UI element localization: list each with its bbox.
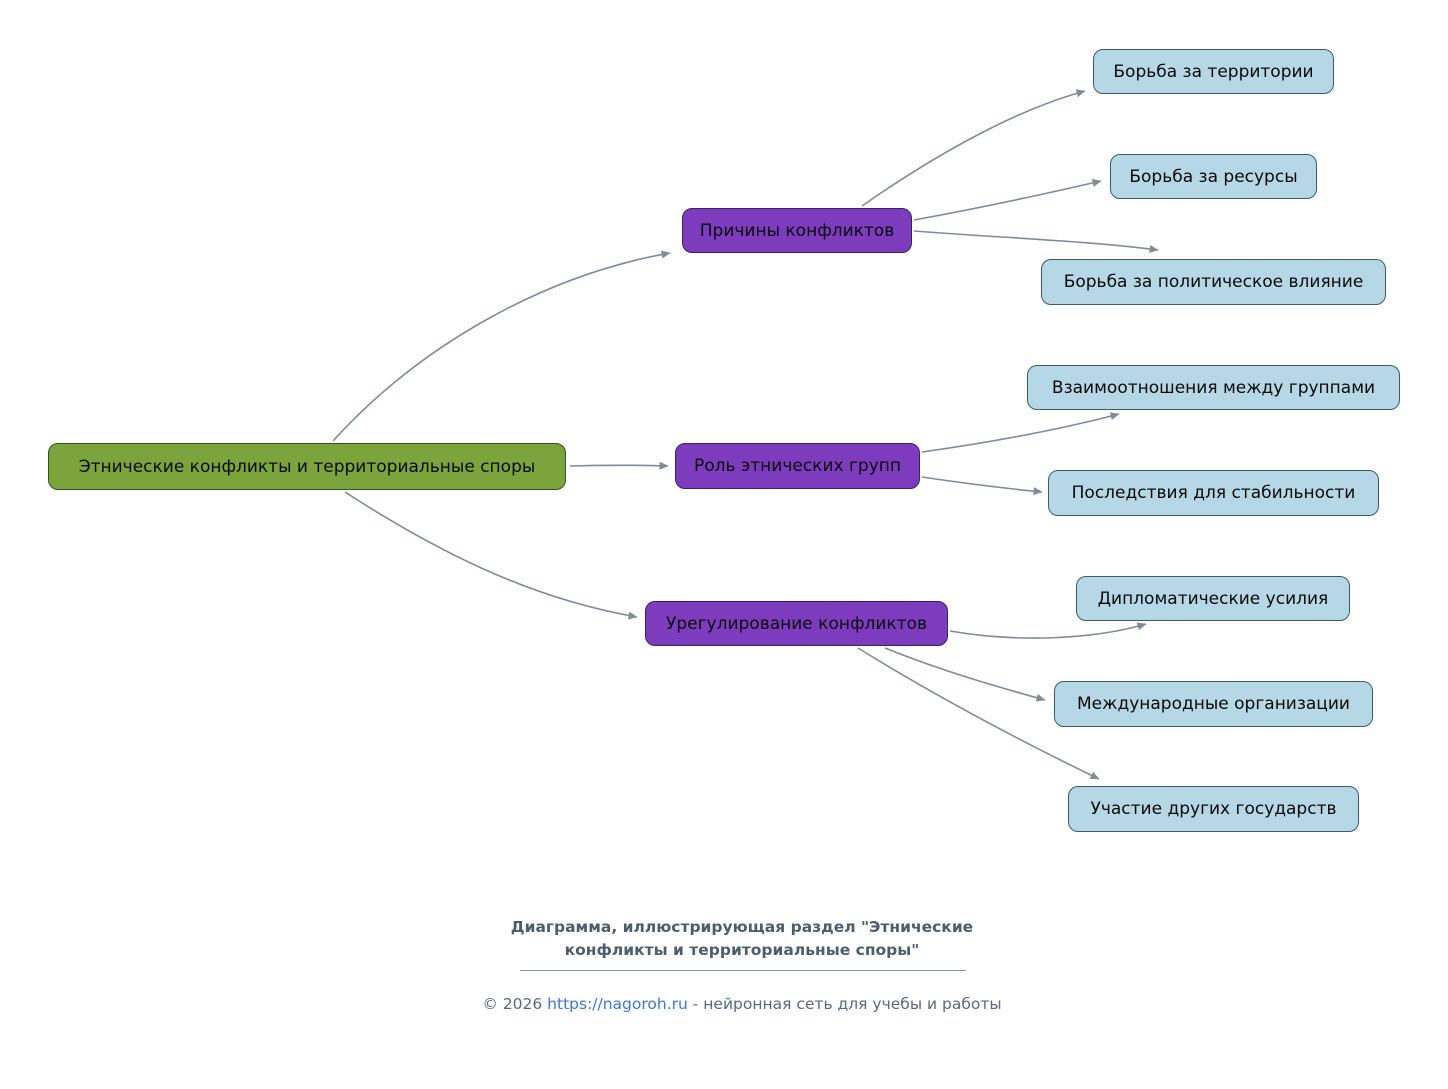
copyright-prefix: © 2026: [482, 995, 548, 1013]
leaf-resources: Борьба за ресурсы: [1110, 154, 1317, 199]
node-root: Этнические конфликты и территориальные с…: [48, 443, 566, 490]
edge-causes-political: [913, 230, 1159, 253]
leaf-group-relations: Взаимоотношения между группами: [1027, 365, 1400, 410]
edge-causes-territory: [861, 89, 1086, 207]
leaf-political-influence: Борьба за политическое влияние: [1041, 259, 1386, 305]
node-resolution: Урегулирование конфликтов: [645, 601, 948, 646]
node-role: Роль этнических групп: [675, 443, 920, 489]
edge-root-role: [569, 461, 669, 470]
edge-role-relations: [921, 412, 1120, 453]
copyright-text: © 2026 https://nagoroh.ru - нейронная се…: [36, 995, 1448, 1013]
edge-root-resolution: [344, 491, 638, 620]
edge-role-stability: [921, 476, 1043, 496]
edge-resolution-states: [857, 647, 1100, 780]
edge-causes-resources: [913, 179, 1102, 221]
edge-resolution-diplomacy: [949, 622, 1147, 639]
node-causes: Причины конфликтов: [682, 208, 912, 253]
leaf-territory: Борьба за территории: [1093, 49, 1334, 94]
edge-resolution-organizations: [884, 647, 1046, 702]
caption-line-1: Диаграмма, иллюстрирующая раздел "Этниче…: [510, 918, 974, 936]
leaf-stability-consequences: Последствия для стабильности: [1048, 470, 1379, 516]
leaf-diplomatic-efforts: Дипломатические усилия: [1076, 576, 1350, 621]
leaf-other-states: Участие других государств: [1068, 786, 1359, 832]
caption-divider: [520, 970, 966, 971]
caption-line-2: конфликты и территориальные споры": [564, 941, 920, 959]
diagram-caption: Диаграмма, иллюстрирующая раздел "Этниче…: [36, 916, 1448, 962]
edge-root-causes: [332, 250, 671, 442]
leaf-international-organizations: Международные организации: [1054, 681, 1373, 727]
copyright-suffix: - нейронная сеть для учебы и работы: [687, 995, 1002, 1013]
site-link[interactable]: https://nagoroh.ru: [547, 995, 688, 1013]
